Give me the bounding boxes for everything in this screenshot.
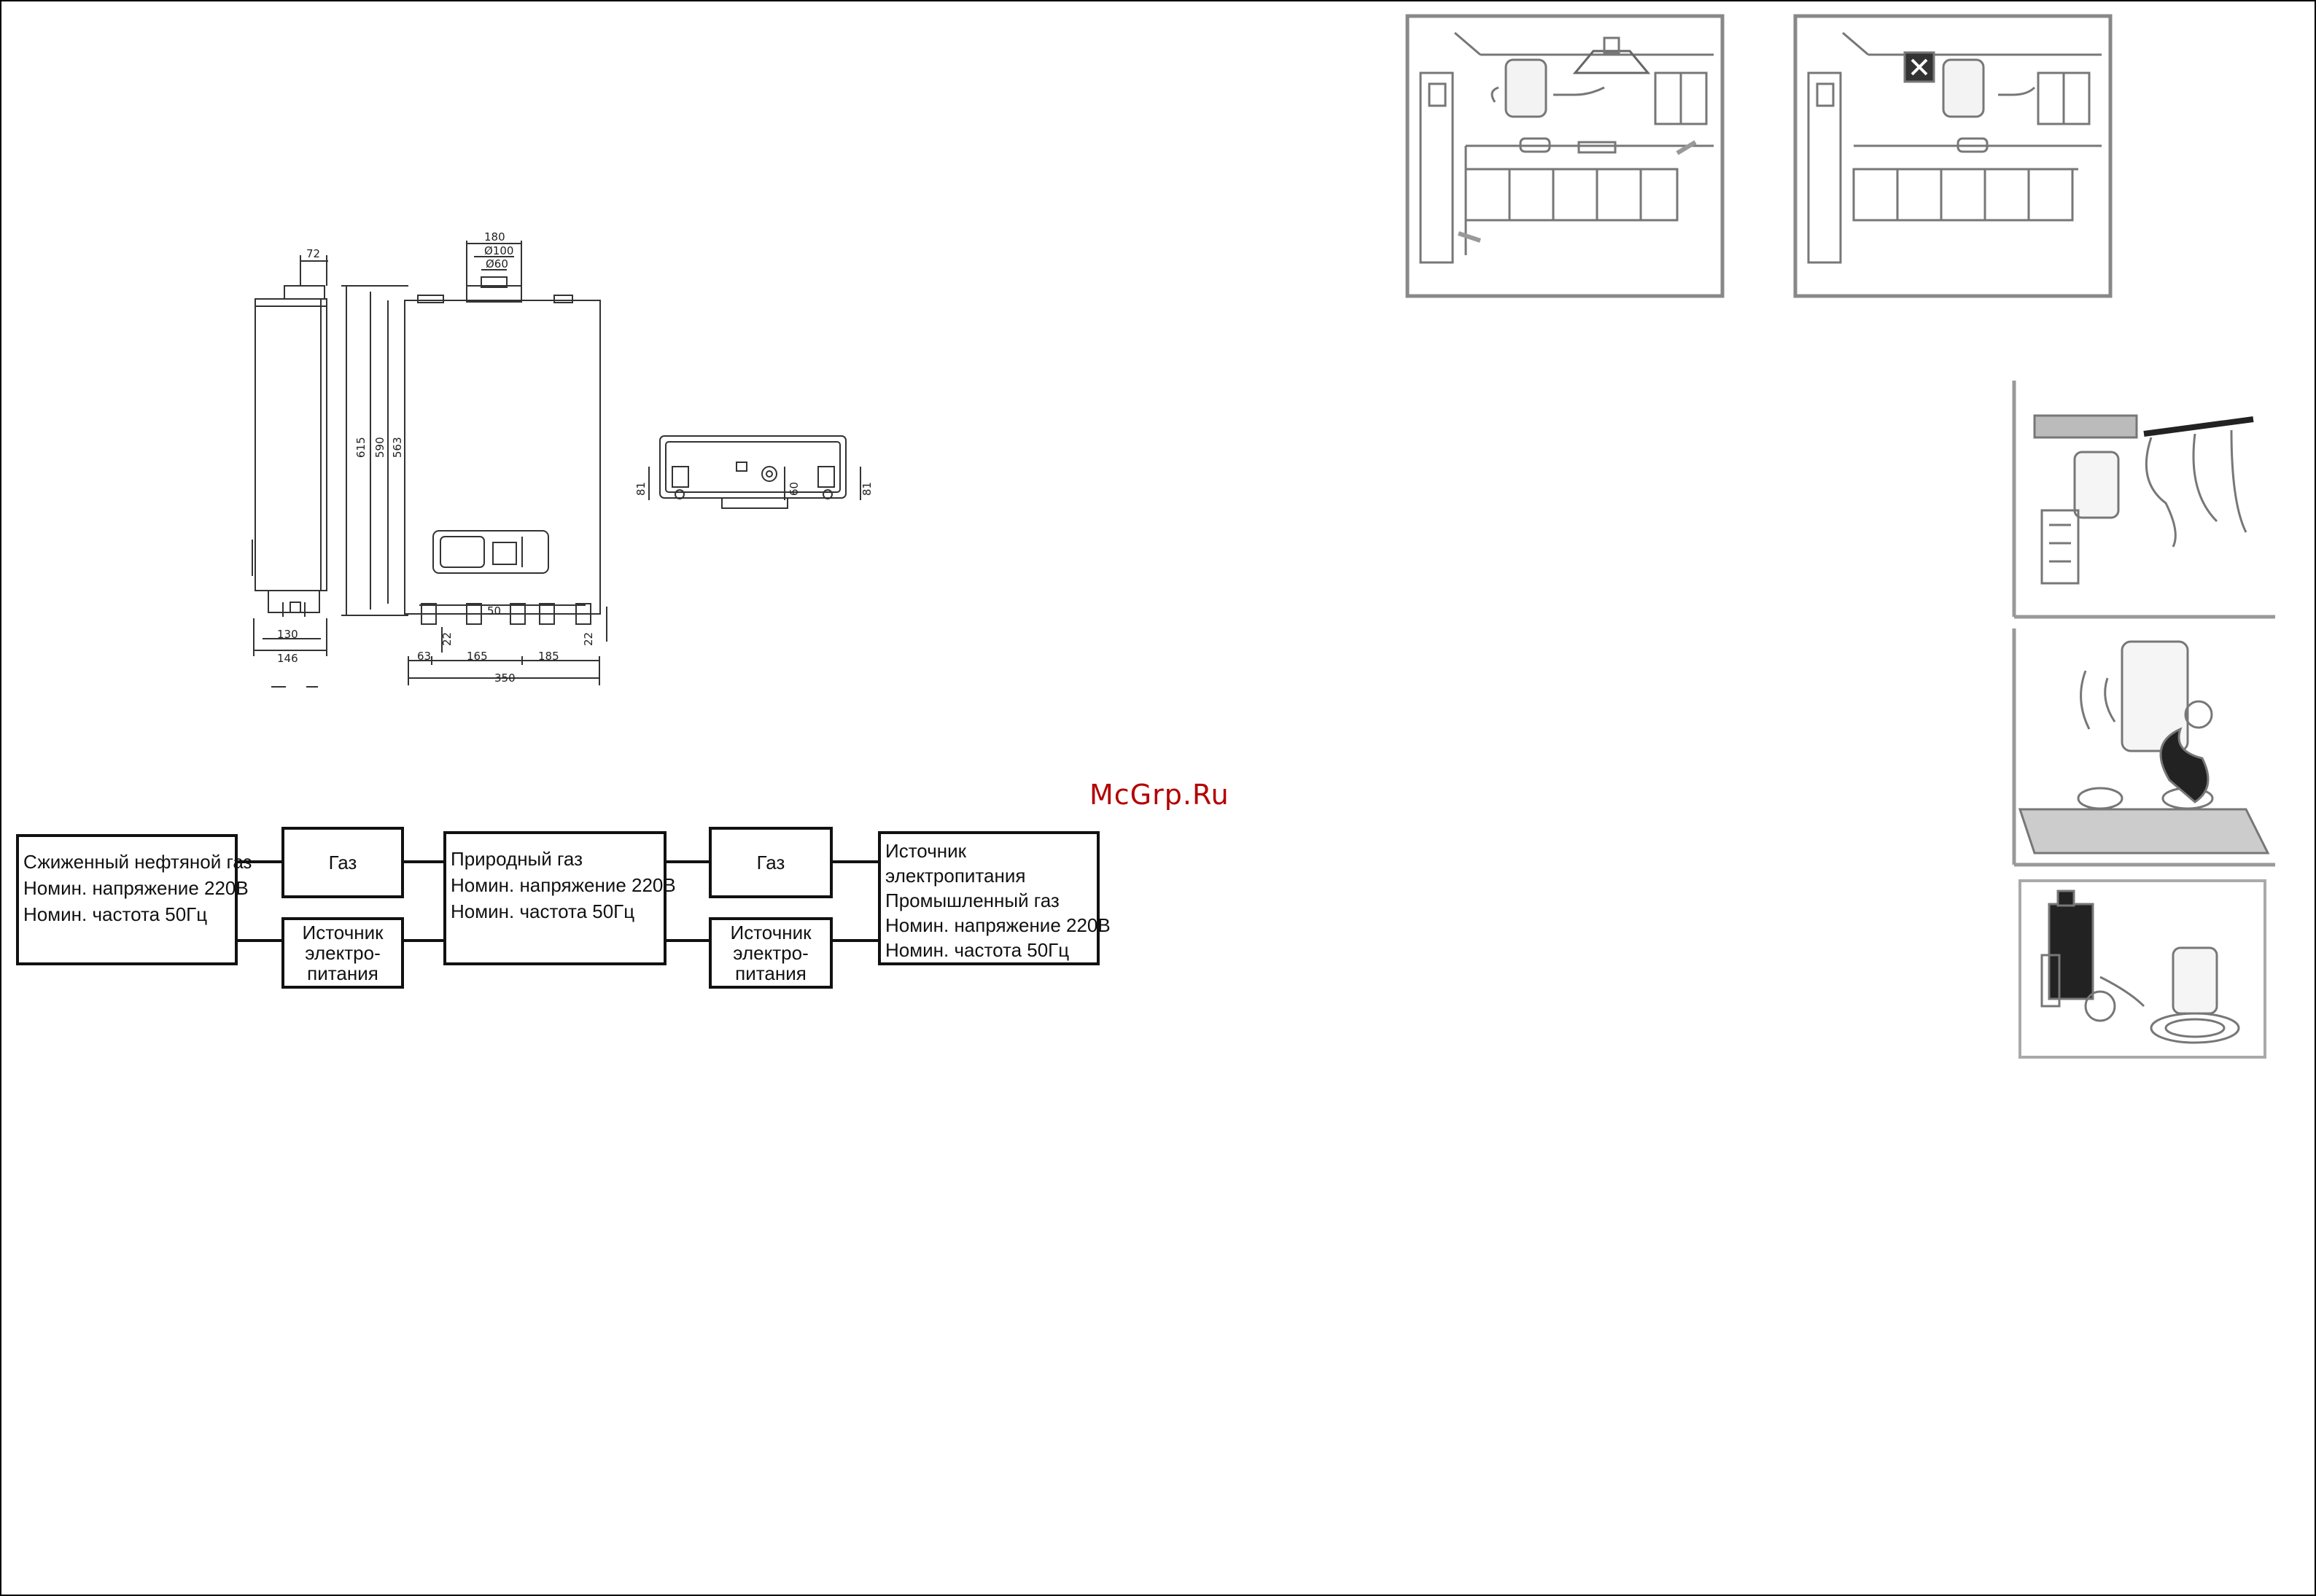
power-box-1: Источник электро- питания (281, 917, 404, 989)
dim-146: 146 (277, 652, 298, 665)
dim-60: Ø60 (486, 257, 508, 270)
dim-60-bottom: 60 (788, 482, 801, 496)
dim-350: 350 (494, 672, 516, 685)
dim-81-left: 81 (634, 482, 648, 496)
watermark-text: McGrp.Ru (1089, 779, 1229, 811)
connector-gas-natural (401, 860, 446, 863)
industrial-title: Промышленный газ (885, 890, 1060, 911)
lpg-box: Сжиженный нефтяной газ Номин. напряжение… (16, 834, 252, 965)
connector-power-natural (401, 939, 446, 942)
gas-label-2: Газ (756, 852, 785, 873)
power-box-2: Источник электро- питания (709, 917, 833, 989)
industrial-frequency: Номин. частота 50Гц (885, 939, 1070, 961)
kitchen-illustration-fan (1793, 14, 2113, 298)
connector-natural-power2 (664, 939, 712, 942)
front-view-drawing (404, 241, 607, 685)
connector-natural-gas2 (664, 860, 712, 863)
lpg-frequency: Номин. частота 50Гц (23, 903, 208, 925)
gas-box-2: Газ (709, 827, 833, 898)
connector-gas2-industrial (830, 860, 881, 863)
dim-165: 165 (467, 650, 488, 663)
power-1-line-1: Источник (302, 922, 384, 943)
natural-gas-box: Природный газ Номин. напряжение 220В Ном… (443, 831, 676, 965)
industrial-line-1: Источник (885, 840, 966, 862)
spray-illustration (2018, 879, 2266, 1059)
dim-563: 563 (391, 437, 404, 458)
stove-boiling-illustration (2012, 628, 2275, 867)
connector-lpg-gas (235, 860, 284, 863)
dim-63: 63 (417, 650, 431, 663)
kitchen-illustration-hood (1405, 14, 1725, 298)
dim-22-left: 22 (440, 632, 454, 646)
connector-lpg-power (235, 939, 284, 942)
side-view-drawing (252, 255, 408, 688)
curtain-illustration (2012, 381, 2275, 619)
dim-100: Ø100 (484, 244, 513, 257)
natural-title: Природный газ (451, 848, 583, 870)
dim-22-right: 22 (582, 632, 595, 646)
industrial-gas-box: Источник электропитания Промышленный газ… (878, 831, 1111, 965)
lpg-voltage: Номин. напряжение 220В (23, 877, 249, 899)
dim-72: 72 (306, 247, 320, 260)
bottom-view-drawing (648, 435, 861, 509)
dim-590: 590 (373, 437, 386, 458)
natural-frequency: Номин. частота 50Гц (451, 900, 635, 922)
industrial-line-2: электропитания (885, 865, 1026, 887)
power-1-line-3: питания (307, 962, 378, 984)
dim-130: 130 (277, 628, 298, 641)
lpg-title: Сжиженный нефтяной газ (23, 851, 252, 873)
gas-label-1: Газ (328, 852, 357, 873)
dim-180: 180 (484, 230, 505, 244)
dim-185: 185 (538, 650, 559, 663)
gas-box-1: Газ (281, 827, 404, 898)
dim-81-right: 81 (860, 482, 874, 496)
natural-voltage: Номин. напряжение 220В (451, 874, 676, 896)
power-2-line-2: электро- (733, 942, 809, 964)
power-2-line-3: питания (735, 962, 807, 984)
dim-615: 615 (354, 437, 368, 458)
industrial-voltage: Номин. напряжение 220В (885, 914, 1111, 936)
power-2-line-1: Источник (730, 922, 812, 943)
power-1-line-2: электро- (305, 942, 381, 964)
dim-50: 50 (487, 604, 501, 618)
connector-power2-industrial (830, 939, 881, 942)
